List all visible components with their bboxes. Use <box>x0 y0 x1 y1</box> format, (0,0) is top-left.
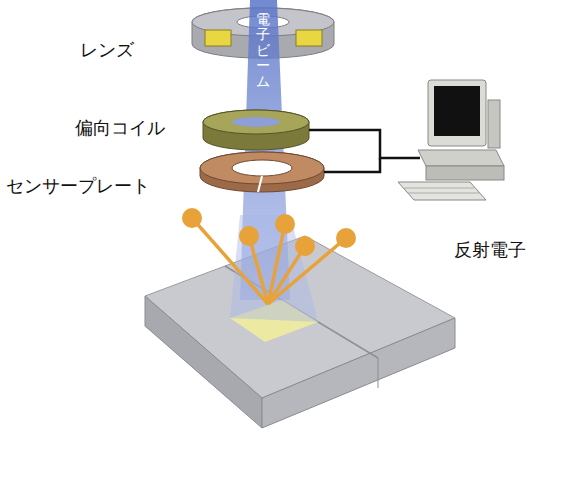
wire <box>309 130 420 172</box>
computer <box>398 80 504 200</box>
deflection-coil <box>203 110 309 150</box>
backscattered-electron <box>182 208 356 304</box>
sensor-plate <box>200 152 324 192</box>
lens-label: レンズ <box>80 38 134 62</box>
plate-label: センサープレート <box>6 174 150 198</box>
beam-label: 電子ビーム <box>256 12 270 89</box>
beam-spread <box>230 215 318 322</box>
coil-label: 偏向コイル <box>75 116 165 140</box>
electron-label: 反射電子 <box>454 238 526 262</box>
